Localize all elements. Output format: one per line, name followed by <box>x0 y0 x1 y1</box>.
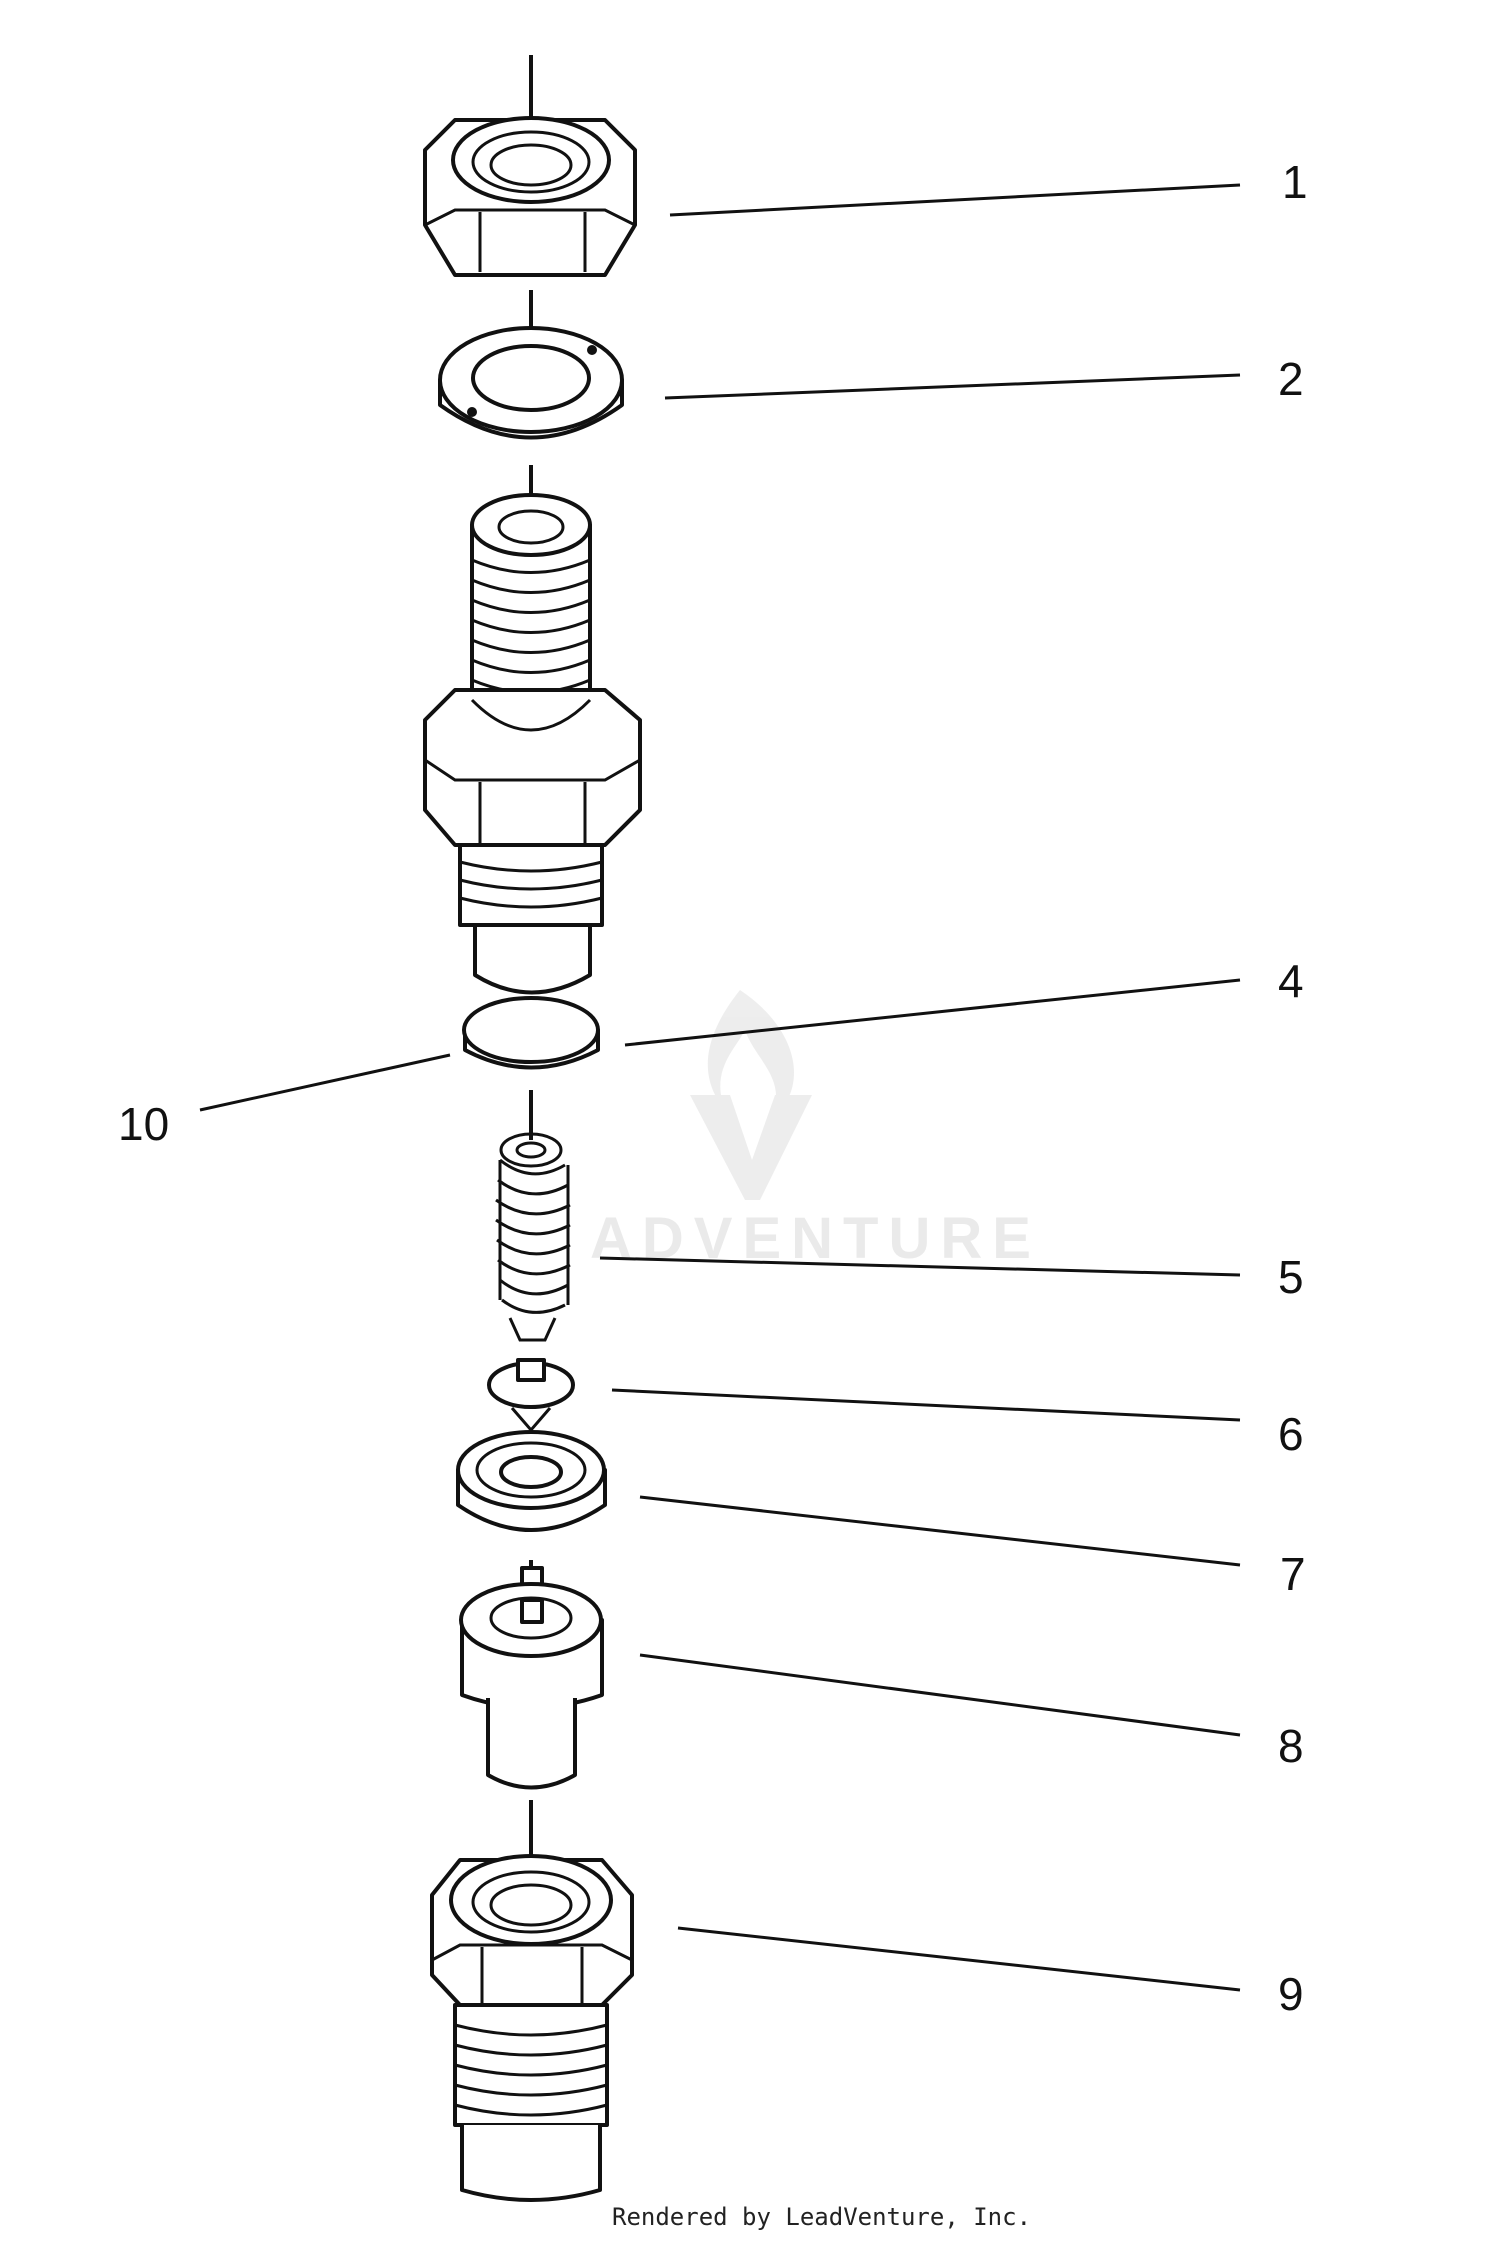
callout-7: 7 <box>1280 1548 1306 1600</box>
part-8-nozzle-element <box>459 1566 604 1790</box>
leader-5 <box>599 1256 1241 1277</box>
part-4-gasket-disc <box>462 996 600 1070</box>
leader-8 <box>639 1653 1241 1737</box>
part-body-threaded-holder <box>423 493 642 995</box>
watermark: ADVENTURE <box>590 990 1041 1271</box>
callout-2: 2 <box>1278 353 1304 405</box>
part-5-spring <box>495 1132 571 1342</box>
leader-9 <box>677 1926 1241 1992</box>
leader-6 <box>611 1388 1241 1422</box>
callout-10: 10 <box>118 1098 169 1150</box>
part-9-hex-fitting <box>430 1854 634 2202</box>
callout-labels: 1 2 4 10 5 6 7 8 9 <box>118 156 1308 2020</box>
part-2-washer <box>438 326 624 440</box>
callout-9: 9 <box>1278 1968 1304 2020</box>
leader-7 <box>639 1495 1241 1567</box>
watermark-v-logo-icon <box>690 1095 812 1200</box>
part-1-hex-nut <box>423 116 637 277</box>
callout-4: 4 <box>1278 955 1304 1007</box>
part-6-valve <box>487 1358 575 1433</box>
callout-8: 8 <box>1278 1720 1304 1772</box>
leader-10 <box>199 1053 451 1112</box>
part-7-seat-ring <box>456 1430 607 1532</box>
leader-1 <box>669 183 1241 217</box>
watermark-flame-icon <box>707 990 794 1120</box>
leader-4 <box>624 978 1241 1047</box>
callout-1: 1 <box>1282 156 1308 208</box>
leader-lines <box>199 183 1241 1992</box>
leader-2 <box>664 373 1241 400</box>
callout-6: 6 <box>1278 1408 1304 1460</box>
callout-5: 5 <box>1278 1251 1304 1303</box>
watermark-text: ADVENTURE <box>590 1206 1041 1271</box>
render-credit: Rendered by LeadVenture, Inc. <box>612 2203 1031 2231</box>
